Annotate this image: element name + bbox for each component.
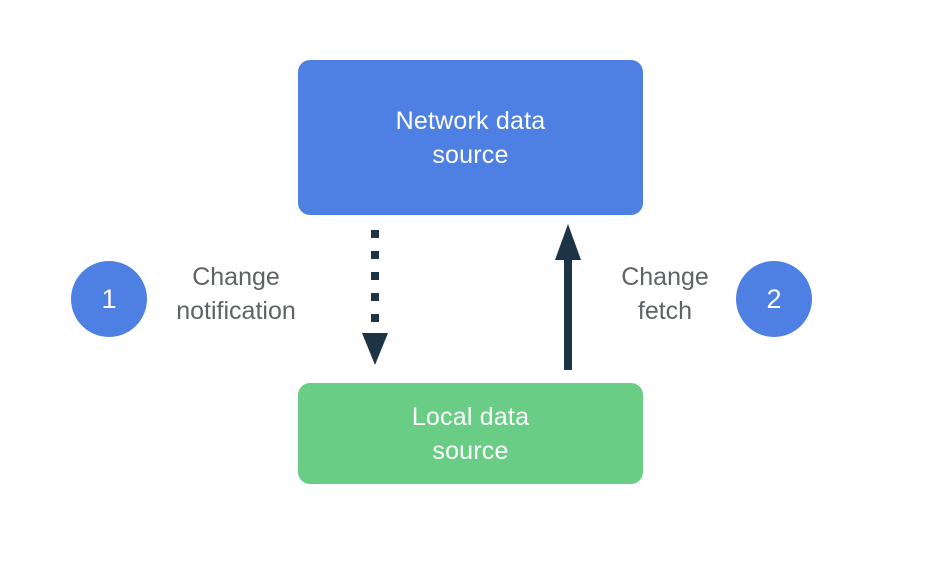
step-badge-2-number: 2	[766, 283, 782, 314]
node-local-data-source-label-line-1: Local data	[411, 402, 530, 431]
step-badge-2[interactable]: 2	[736, 261, 812, 337]
step-badge-1[interactable]: 1	[71, 261, 147, 337]
edge-label-change-fetch-line-1: Change	[621, 263, 709, 291]
node-network-data-source[interactable]: Network data source	[298, 60, 643, 215]
node-local-data-source-label: Local data source	[394, 400, 547, 468]
arrow-up-solid-change-fetch	[555, 224, 581, 370]
arrow-down-dotted-change-notification	[362, 230, 388, 365]
edge-label-change-notification: Change notification	[158, 261, 314, 329]
edge-label-change-fetch: Change fetch	[600, 261, 730, 329]
node-network-data-source-label-line-2: source	[432, 140, 509, 169]
step-badge-1-number: 1	[101, 283, 117, 314]
node-network-data-source-label: Network data source	[378, 104, 564, 172]
node-network-data-source-label-line-1: Network data	[395, 106, 546, 135]
edge-label-change-notification-line-2: notification	[176, 296, 296, 325]
edge-label-change-fetch-line-2: fetch	[637, 296, 693, 325]
edge-label-change-notification-line-1: Change	[192, 263, 280, 291]
node-local-data-source[interactable]: Local data source	[298, 383, 643, 484]
node-local-data-source-label-line-2: source	[432, 436, 509, 465]
